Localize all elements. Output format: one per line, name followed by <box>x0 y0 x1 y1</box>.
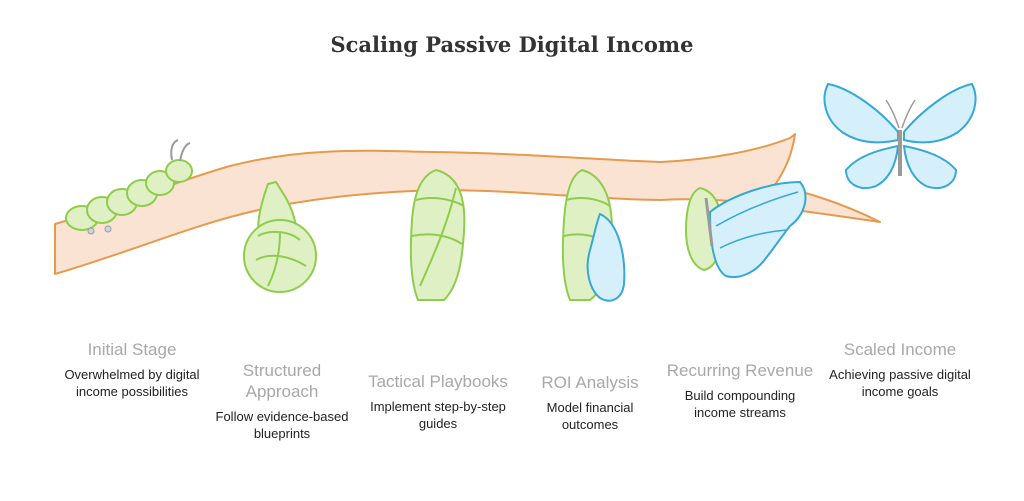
butterfly-icon <box>823 82 977 189</box>
stage-description: Follow evidence-based blueprints <box>215 409 349 441</box>
cocoon-forming-icon <box>243 180 317 293</box>
stage-structured: Structured Approach Follow evidence-base… <box>212 360 352 442</box>
diagram-title: Scaling Passive Digital Income <box>330 32 694 57</box>
stage-roi: ROI Analysis Model financial outcomes <box>520 372 660 433</box>
stage-initial: Initial Stage Overwhelmed by digital inc… <box>62 339 202 400</box>
caterpillar-icon <box>65 139 193 235</box>
stage-description: Model financial outcomes <box>546 400 634 432</box>
stage-description: Build compounding income streams <box>684 388 796 420</box>
stage-title: Tactical Playbooks <box>368 372 508 391</box>
chrysalis-icon <box>409 168 466 301</box>
stage-title: Recurring Revenue <box>666 361 814 380</box>
stage-description: Overwhelmed by digital income possibilit… <box>64 367 200 399</box>
stage-tactical: Tactical Playbooks Implement step-by-ste… <box>368 371 508 432</box>
emerging-wing-icon <box>561 168 626 302</box>
stage-scaled: Scaled Income Achieving passive digital … <box>820 339 980 400</box>
branch-icon <box>54 133 881 275</box>
stage-title: Initial Stage <box>87 340 177 359</box>
stage-recurring: Recurring Revenue Build compounding inco… <box>666 360 814 421</box>
stage-description: Implement step-by-step guides <box>370 399 506 431</box>
stage-title: ROI Analysis <box>541 373 639 392</box>
emerging-butterfly-icon <box>684 180 807 278</box>
stage-title: Scaled Income <box>843 340 957 359</box>
stage-title: Structured Approach <box>242 361 322 401</box>
stage-description: Achieving passive digital income goals <box>829 367 971 399</box>
